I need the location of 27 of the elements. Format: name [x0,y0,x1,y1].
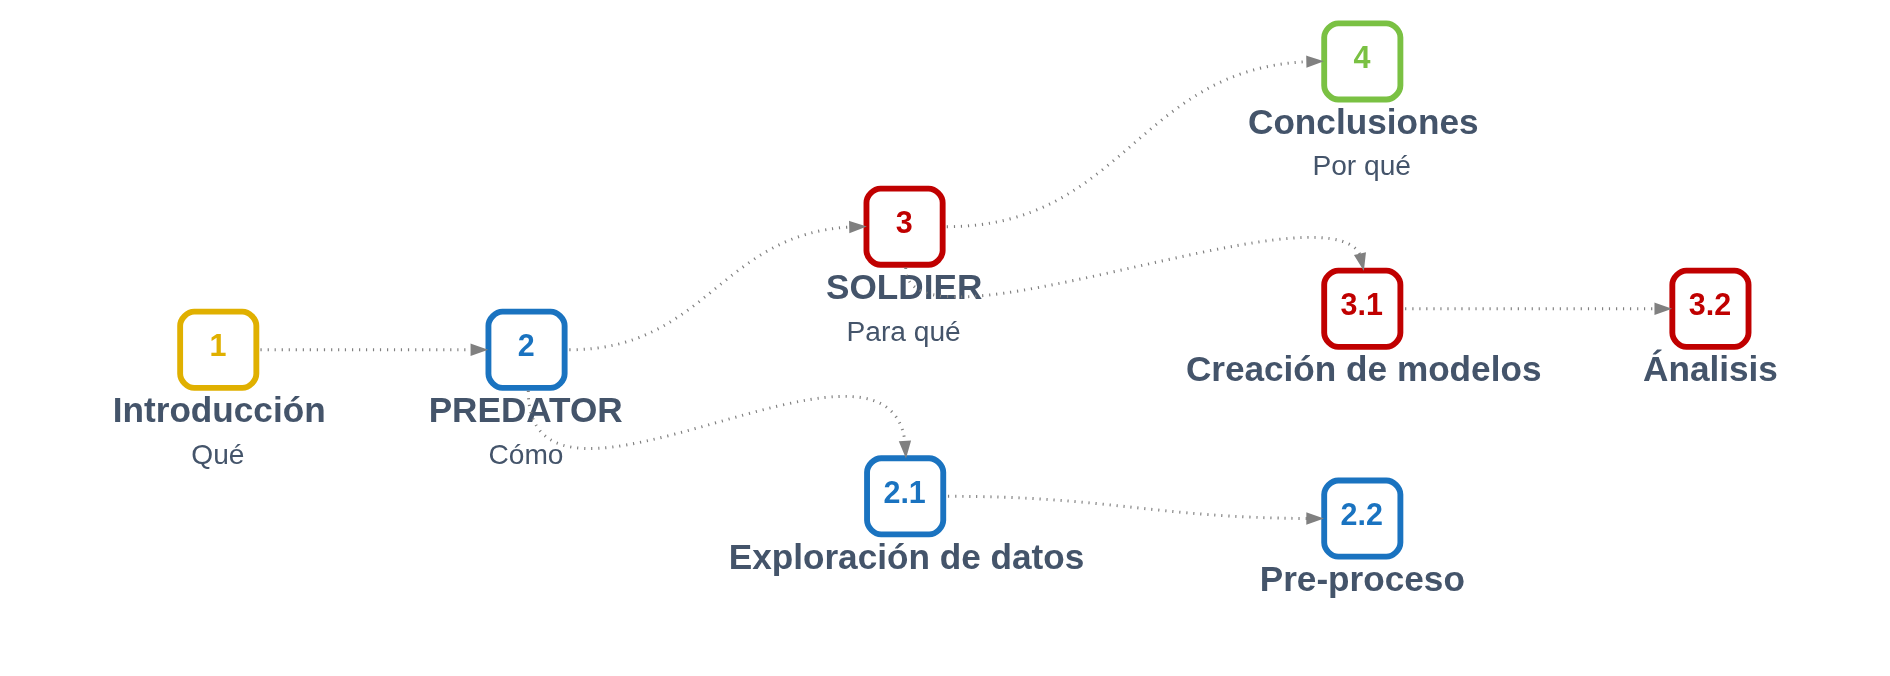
node-box: 3 [863,185,946,268]
arrow [946,55,1324,229]
node-box: 3.1 [1321,267,1404,350]
node-label: Por qué [1312,150,1411,182]
node-label: SOLDIER [826,267,983,307]
node-label: Para qué [846,315,961,347]
node-label: Cómo [488,438,564,470]
arrow [569,220,867,352]
arrow [1405,302,1673,315]
node-label: Pre-proceso [1259,559,1465,599]
arrow [947,494,1324,525]
node-box: 3.2 [1669,267,1752,350]
node-label: PREDATOR [428,390,623,430]
node-label: Creación de modelos [1185,349,1542,389]
node-label: Ánalisis [1643,349,1778,389]
node-label: Qué [191,438,245,470]
node-box: 2.1 [864,455,947,538]
node-label: Introducción [112,390,326,430]
node-label: Conclusiones [1248,102,1479,142]
arrow [260,343,489,356]
node-box: 1 [177,308,260,391]
node-label: Exploración de datos [728,536,1085,576]
node-box: 2 [485,308,568,391]
node-box: 2.2 [1321,477,1404,560]
arrow [526,390,912,459]
arrow [904,236,1366,298]
node-box: 4 [1321,20,1404,103]
